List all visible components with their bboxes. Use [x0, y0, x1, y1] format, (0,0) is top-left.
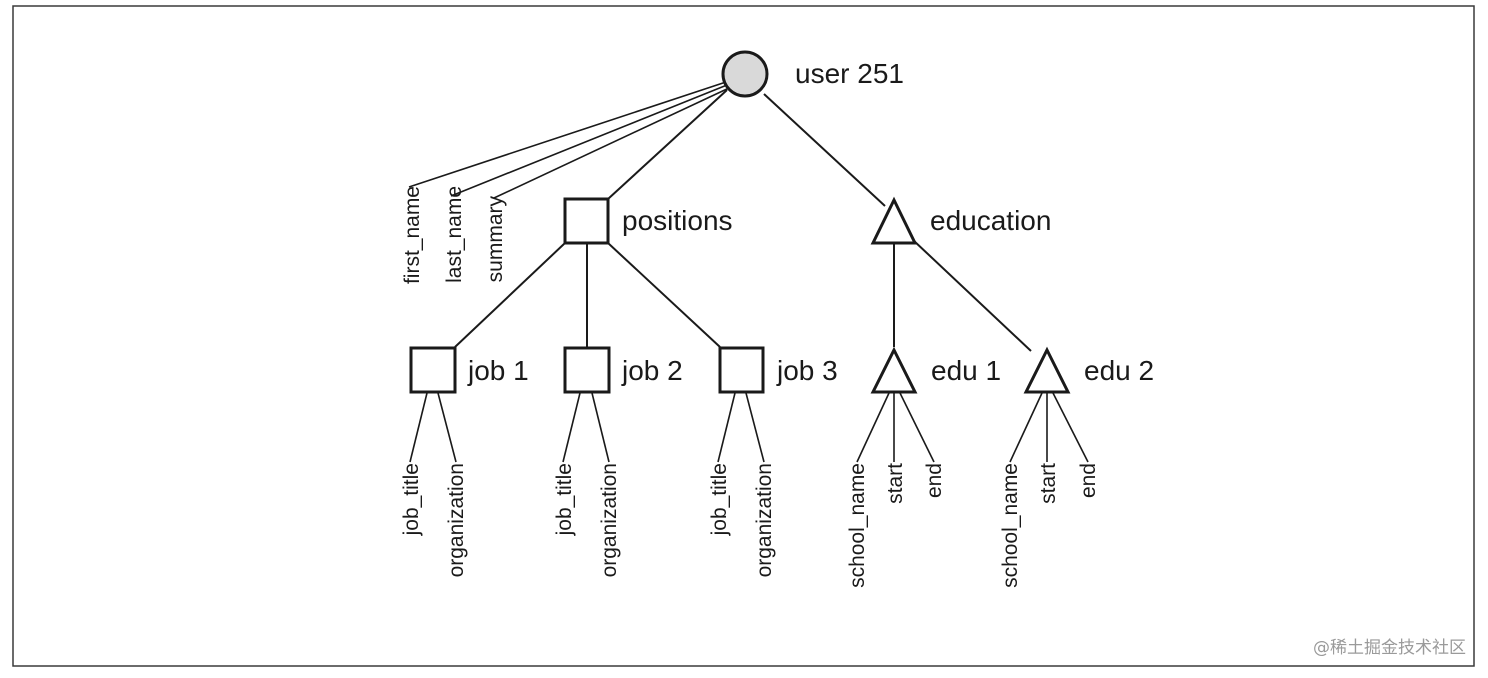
node-job1: job 1: [409, 346, 529, 394]
edge-job1-organization: [437, 392, 457, 463]
leaf-job3-job-title: job_title: [708, 463, 731, 536]
edge-positions-job1: [454, 242, 566, 348]
square-icon: [718, 346, 765, 394]
triangle-icon: [870, 196, 918, 245]
square-icon: [563, 346, 611, 394]
edge-edu2-school-name: [1009, 392, 1043, 463]
node-edu1: edu 1: [870, 346, 1001, 394]
node-label-job2: job 2: [621, 355, 683, 386]
edge-job1-job-title: [409, 392, 428, 463]
node-label-edu1: edu 1: [931, 355, 1001, 386]
node-education: education: [870, 196, 1051, 245]
leaf-edges: [408, 81, 1089, 463]
watermark-text: @稀土掘金技术社区: [1313, 638, 1466, 658]
leaf-edu1-end: end: [923, 463, 946, 498]
leaf-first-name: first_name: [401, 186, 424, 284]
tree-nodes: user 251 positions education job 1 job 2…: [409, 50, 1154, 394]
node-label-job3: job 3: [776, 355, 838, 386]
leaf-last-name: last_name: [443, 186, 466, 283]
leaf-summary: summary: [484, 196, 507, 283]
leaf-job2-organization: organization: [598, 463, 621, 577]
leaf-edu2-end: end: [1077, 463, 1100, 498]
circle-icon: [721, 50, 769, 98]
triangle-icon: [1023, 346, 1071, 394]
edge-job2-job-title: [562, 392, 581, 463]
edge-edu1-end: [899, 392, 935, 463]
node-label-edu2: edu 2: [1084, 355, 1154, 386]
edge-edu2-end: [1052, 392, 1089, 463]
leaf-job2-job-title: job_title: [553, 463, 576, 536]
node-label-user: user 251: [795, 58, 904, 89]
triangle-icon: [870, 346, 918, 394]
edge-user-positions: [607, 89, 728, 200]
leaf-edu2-start: start: [1037, 463, 1060, 504]
edge-user-summary: [493, 87, 730, 199]
edge-job2-organization: [591, 392, 610, 463]
node-user: user 251: [721, 50, 904, 98]
node-job2: job 2: [563, 346, 683, 394]
edge-user-education: [763, 93, 886, 207]
node-label-positions: positions: [622, 205, 733, 236]
leaf-labels: first_name last_name summary job_title o…: [400, 186, 1100, 588]
diagram-frame: [12, 5, 1475, 667]
tree-edges: [454, 89, 1032, 352]
node-positions: positions: [563, 197, 733, 245]
leaf-job1-organization: organization: [445, 463, 468, 577]
edge-education-edu2: [912, 239, 1032, 352]
edge-job3-organization: [745, 392, 765, 463]
leaf-job1-job-title: job_title: [400, 463, 423, 536]
leaf-edu1-school-name: school_name: [846, 463, 869, 588]
leaf-edu1-start: start: [884, 463, 907, 504]
edge-edu1-school-name: [856, 392, 890, 463]
node-label-education: education: [930, 205, 1051, 236]
node-job3: job 3: [718, 346, 838, 394]
node-edu2: edu 2: [1023, 346, 1154, 394]
node-label-job1: job 1: [467, 355, 529, 386]
edge-job3-job-title: [717, 392, 736, 463]
edge-positions-job3: [607, 242, 721, 348]
square-icon: [409, 346, 457, 394]
edge-user-first-name: [408, 81, 727, 188]
square-icon: [563, 197, 610, 245]
leaf-edu2-school-name: school_name: [999, 463, 1022, 588]
leaf-job3-organization: organization: [753, 463, 776, 577]
edge-user-last-name: [450, 84, 728, 197]
